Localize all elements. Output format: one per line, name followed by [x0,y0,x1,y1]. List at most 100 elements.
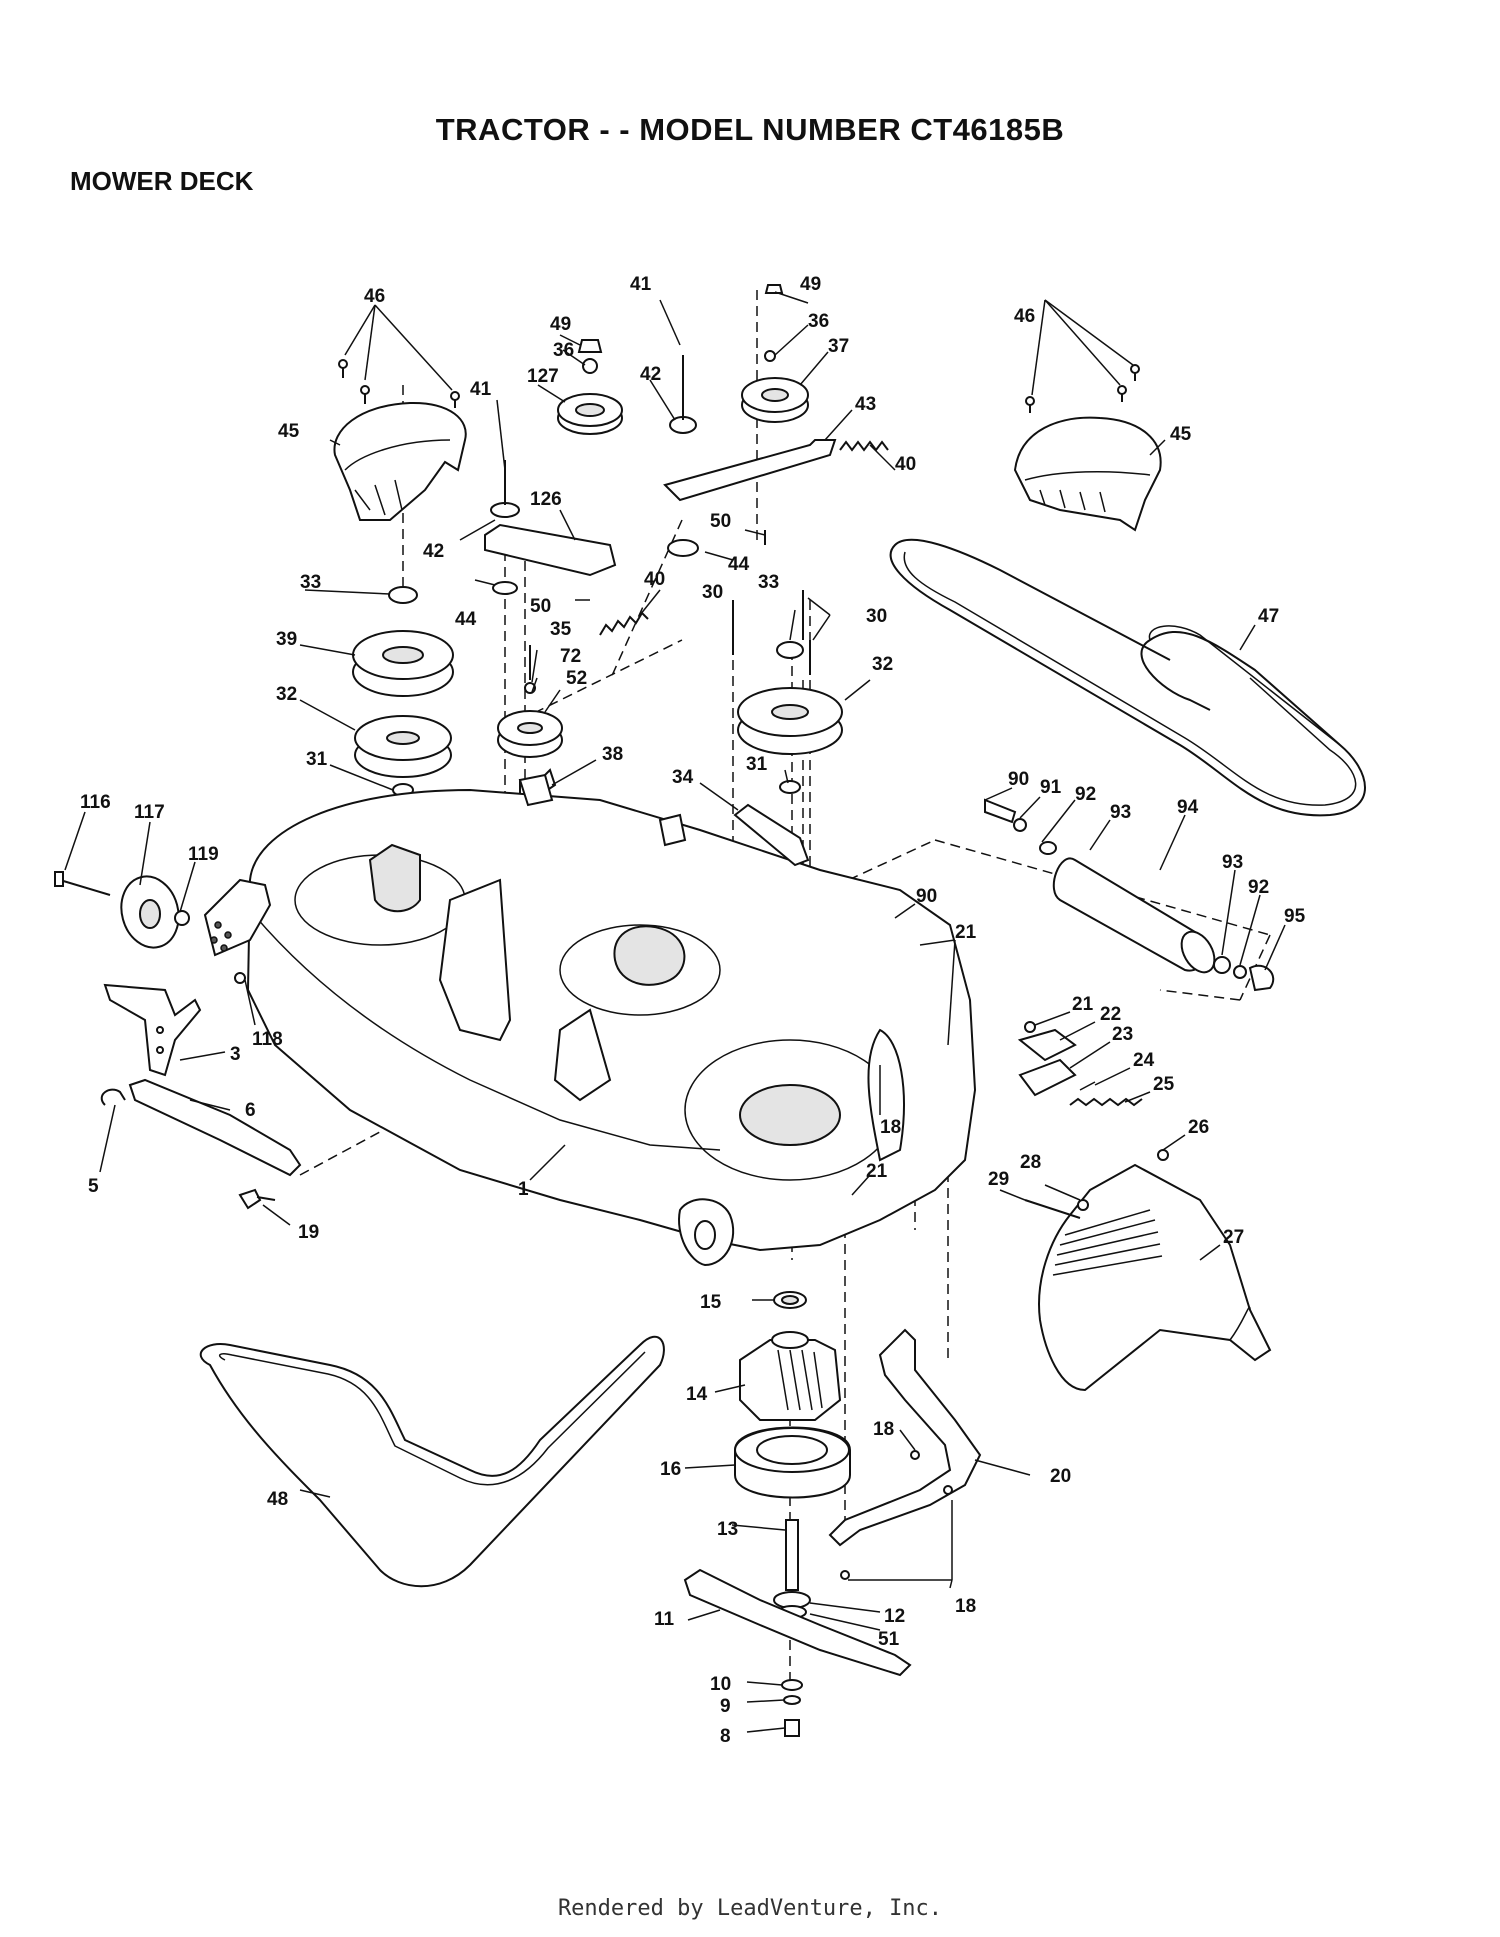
label-45-right: 45 [1170,424,1192,445]
label-20: 20 [1050,1466,1071,1487]
label-31-a: 31 [306,749,328,770]
bracket-34 [658,803,810,867]
label-43: 43 [855,394,876,415]
screws-46-right [1025,299,1140,413]
label-15: 15 [700,1292,722,1313]
belt-48 [199,1335,665,1588]
label-42-b: 42 [640,364,661,385]
label-18-b: 18 [873,1419,894,1440]
link-6 [128,1078,302,1177]
label-90-a: 90 [1008,769,1029,790]
label-1: 1 [518,1179,529,1200]
label-21-c: 21 [866,1161,888,1182]
pulley-stack-right [732,590,843,794]
label-18-c: 18 [955,1596,976,1617]
label-42-a: 42 [423,541,444,562]
label-12: 12 [884,1606,905,1627]
label-90-b: 90 [916,886,937,907]
label-5: 5 [88,1176,99,1197]
label-19: 19 [298,1222,319,1243]
belt-cover-left [333,401,467,521]
label-116: 116 [80,792,111,813]
label-119: 119 [188,844,219,865]
roller-94 [984,798,1275,992]
label-14: 14 [686,1384,708,1405]
label-32-b: 32 [872,654,893,675]
idler-arm-43 [663,355,837,557]
label-27: 27 [1223,1227,1244,1248]
screws-46-left [338,304,460,408]
section-title: MOWER DECK [70,166,254,196]
label-13: 13 [717,1519,738,1540]
spindle-assembly [683,1291,912,1737]
label-21-a: 21 [955,922,977,943]
label-40-a: 40 [644,569,665,590]
label-26: 26 [1188,1117,1209,1138]
label-41-a: 41 [470,379,492,400]
label-93-b: 93 [1222,852,1243,873]
label-30-b: 30 [866,606,887,627]
label-44-b: 44 [728,554,750,575]
label-25: 25 [1153,1074,1175,1095]
label-127: 127 [527,366,559,387]
label-51: 51 [878,1629,900,1650]
label-126: 126 [530,489,562,510]
label-94: 94 [1177,797,1199,818]
label-118: 118 [252,1029,283,1050]
label-23: 23 [1112,1024,1133,1045]
label-49-b: 49 [800,274,821,295]
label-91: 91 [1040,777,1062,798]
label-10: 10 [710,1674,731,1695]
idler-arm-126 [484,460,617,595]
label-44-a: 44 [455,609,477,630]
label-11: 11 [654,1609,675,1630]
label-32-a: 32 [276,684,297,705]
footer-credit: Rendered by LeadVenture, Inc. [557,1896,943,1921]
label-21-b: 21 [1072,994,1094,1015]
label-9: 9 [720,1696,731,1717]
springs-40 [599,440,889,636]
gauge-wheel-left [54,871,272,984]
leader-lines [64,291,1286,1733]
label-29: 29 [988,1169,1009,1190]
label-46-right: 46 [1014,306,1035,327]
label-24: 24 [1133,1050,1155,1071]
label-33-a: 33 [300,572,321,593]
label-6: 6 [245,1100,256,1121]
label-50-b: 50 [710,511,731,532]
part-labels: 46 46 45 45 41 41 49 49 36 36 127 42 42 … [80,274,1306,1747]
label-33-b: 33 [758,572,779,593]
belt-47 [889,538,1366,817]
mower-deck-1 [246,788,977,1267]
label-18-a: 18 [880,1117,901,1138]
page-title: TRACTOR - - MODEL NUMBER CT46185B [435,112,1065,147]
label-40-b: 40 [895,454,916,475]
label-36-b: 36 [808,311,829,332]
baffle-20 [828,1328,982,1580]
pulley-stack-left [352,586,454,797]
bracket-38 [518,773,554,807]
label-48: 48 [267,1489,288,1510]
label-34: 34 [672,767,694,788]
label-30-a: 30 [702,582,723,603]
clip-5 [100,1088,126,1106]
label-117: 117 [134,802,165,823]
bolt-19 [238,1188,276,1210]
label-37: 37 [828,336,849,357]
label-93-a: 93 [1110,802,1131,823]
label-45-left: 45 [278,421,300,442]
hanger-bracket-3 [103,983,202,1077]
label-16: 16 [660,1459,681,1480]
label-39: 39 [276,629,297,650]
label-92-b: 92 [1248,877,1269,898]
label-49-a: 49 [550,314,571,335]
label-52: 52 [566,668,587,689]
label-72: 72 [560,646,581,667]
label-8: 8 [720,1726,731,1747]
label-38: 38 [602,744,623,765]
label-95: 95 [1284,906,1306,927]
bracket-22-23 [1017,1021,1143,1107]
label-35: 35 [550,619,572,640]
label-92-a: 92 [1075,784,1096,805]
